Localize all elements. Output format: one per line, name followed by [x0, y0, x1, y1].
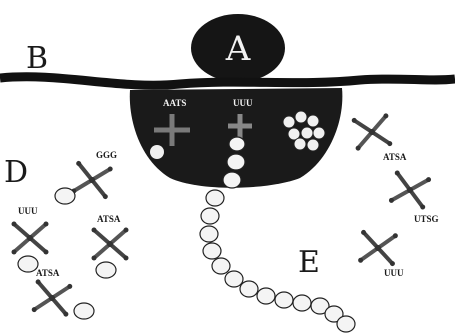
- label-a: A: [225, 29, 251, 69]
- trna-uuu-left: [12, 222, 49, 255]
- label-e: E: [298, 245, 320, 280]
- codon-ggg: GGG: [96, 150, 117, 160]
- codon-atsa-bottom: ATSA: [36, 268, 60, 278]
- trna-uuu-right: [358, 230, 398, 267]
- trna-atsa-bottom: [31, 279, 72, 317]
- codon-uuu-left: UUU: [18, 206, 38, 216]
- trna-ggg: [71, 161, 113, 200]
- label-d: D: [4, 155, 28, 190]
- trna-utsg: [388, 170, 431, 210]
- amino-acid: [74, 303, 94, 319]
- trna-atsa-right: [351, 113, 392, 151]
- codon-atsa-right: ATSA: [383, 152, 407, 162]
- codon-uuu-right: UUU: [384, 268, 404, 278]
- membrane-b: [0, 77, 455, 85]
- amino-acid: [18, 256, 38, 272]
- amino-acid: [55, 188, 75, 204]
- trna-atsa-mid: [92, 228, 129, 261]
- amino-acid: [150, 145, 164, 159]
- codon-utsg: UTSG: [414, 214, 439, 224]
- label-b: B: [26, 41, 48, 76]
- codon-uuu-site: UUU: [233, 98, 253, 108]
- codon-atsa-mid: ATSA: [97, 214, 121, 224]
- codon-aats-site: AATS: [163, 98, 186, 108]
- amino-acid: [96, 262, 116, 278]
